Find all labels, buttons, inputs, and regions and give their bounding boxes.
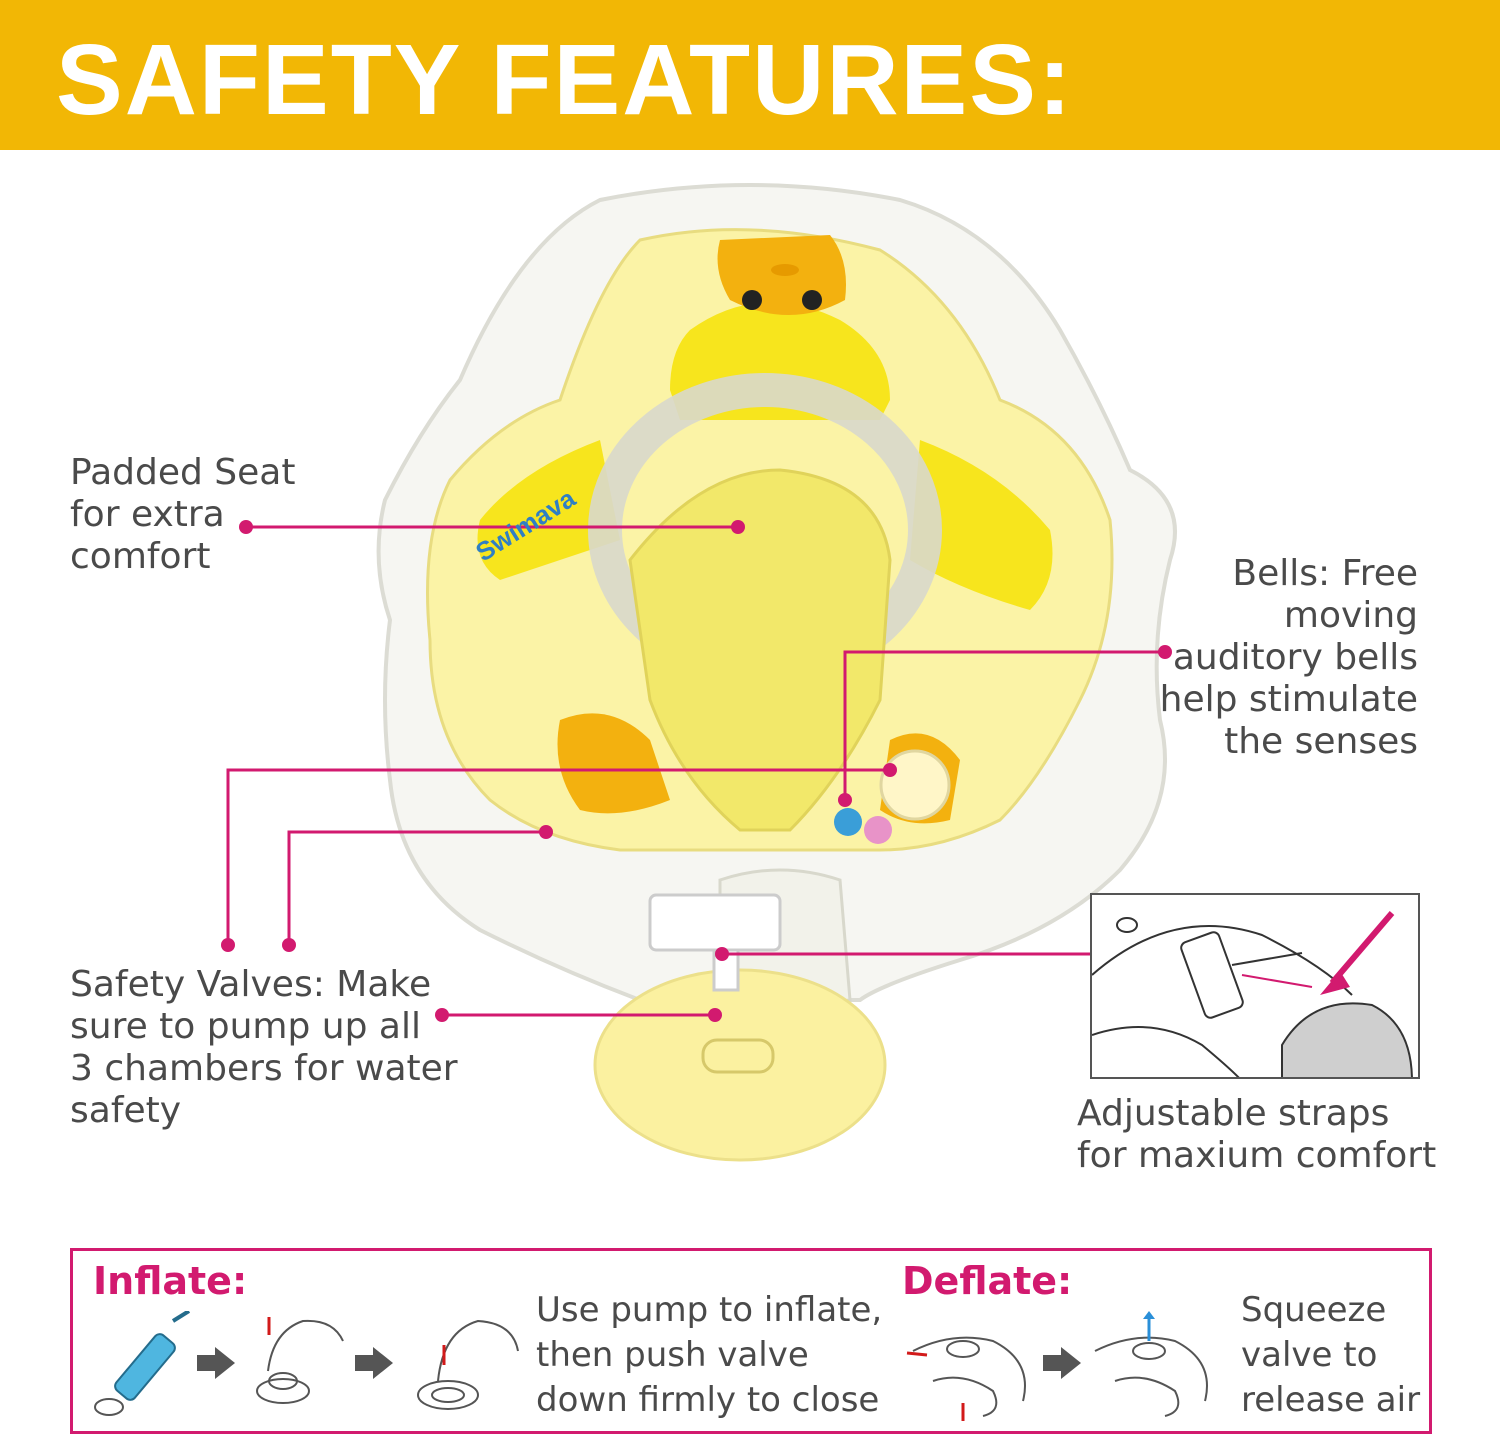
duck-wing-left bbox=[477, 440, 620, 580]
deflate-title: Deflate: bbox=[902, 1259, 1073, 1303]
padded-seat-label: Padded Seat for extra comfort bbox=[70, 452, 296, 577]
bottom-float bbox=[593, 968, 887, 1162]
callout-dot-valve-2 bbox=[282, 938, 296, 952]
arrow-right-icon-2 bbox=[355, 1347, 393, 1379]
deflate-steps-illustration bbox=[906, 1311, 1208, 1421]
callout-dot-bells-label bbox=[1158, 645, 1172, 659]
strap-inset bbox=[1090, 893, 1420, 1079]
instructions-box: Inflate: Use pump to inflat bbox=[70, 1248, 1432, 1434]
inflate-title: Inflate: bbox=[93, 1259, 248, 1303]
page-title: SAFETY FEATURES: bbox=[56, 24, 1074, 136]
inflate-instructions: Use pump to inflate, then push valve dow… bbox=[536, 1290, 883, 1420]
callout-dot-valve-2b bbox=[539, 825, 553, 839]
straps-label: Adjustable straps for maxium comfort bbox=[1077, 1093, 1437, 1176]
arrow-right-icon-3 bbox=[1043, 1347, 1081, 1379]
duck-wing-right bbox=[910, 440, 1053, 610]
squeeze-valve-icon bbox=[906, 1336, 1026, 1421]
bell-pink bbox=[864, 816, 892, 844]
callout-dot-seat bbox=[731, 520, 745, 534]
callout-dot-seat-label bbox=[239, 520, 253, 534]
safety-valves-label: Safety Valves: Make sure to pump up all … bbox=[70, 964, 458, 1131]
push-valve-icon bbox=[256, 1317, 344, 1404]
close-valve-icon bbox=[417, 1319, 519, 1410]
bells-label: Bells: Free moving auditory bells help s… bbox=[1159, 553, 1418, 762]
bell-blue bbox=[834, 808, 862, 836]
callout-dot-valve-1 bbox=[221, 938, 235, 952]
callout-dot-bells bbox=[838, 793, 852, 807]
pump-icon bbox=[94, 1311, 191, 1416]
callout-dot-valve-1b bbox=[883, 763, 897, 777]
deflate-instructions: Squeeze valve to release air bbox=[1241, 1290, 1421, 1420]
callout-dot-strap bbox=[715, 947, 729, 961]
strap-buckle bbox=[648, 893, 782, 952]
duck-foot-left bbox=[557, 713, 670, 814]
arrow-right-icon bbox=[197, 1347, 235, 1379]
release-air-icon bbox=[1094, 1311, 1208, 1417]
inflate-steps-illustration bbox=[94, 1311, 519, 1416]
padded-seat bbox=[628, 468, 892, 832]
header-banner: SAFETY FEATURES: bbox=[0, 0, 1500, 150]
callout-dot-valve-3 bbox=[435, 1008, 449, 1022]
callout-dot-valve-3b bbox=[708, 1008, 722, 1022]
